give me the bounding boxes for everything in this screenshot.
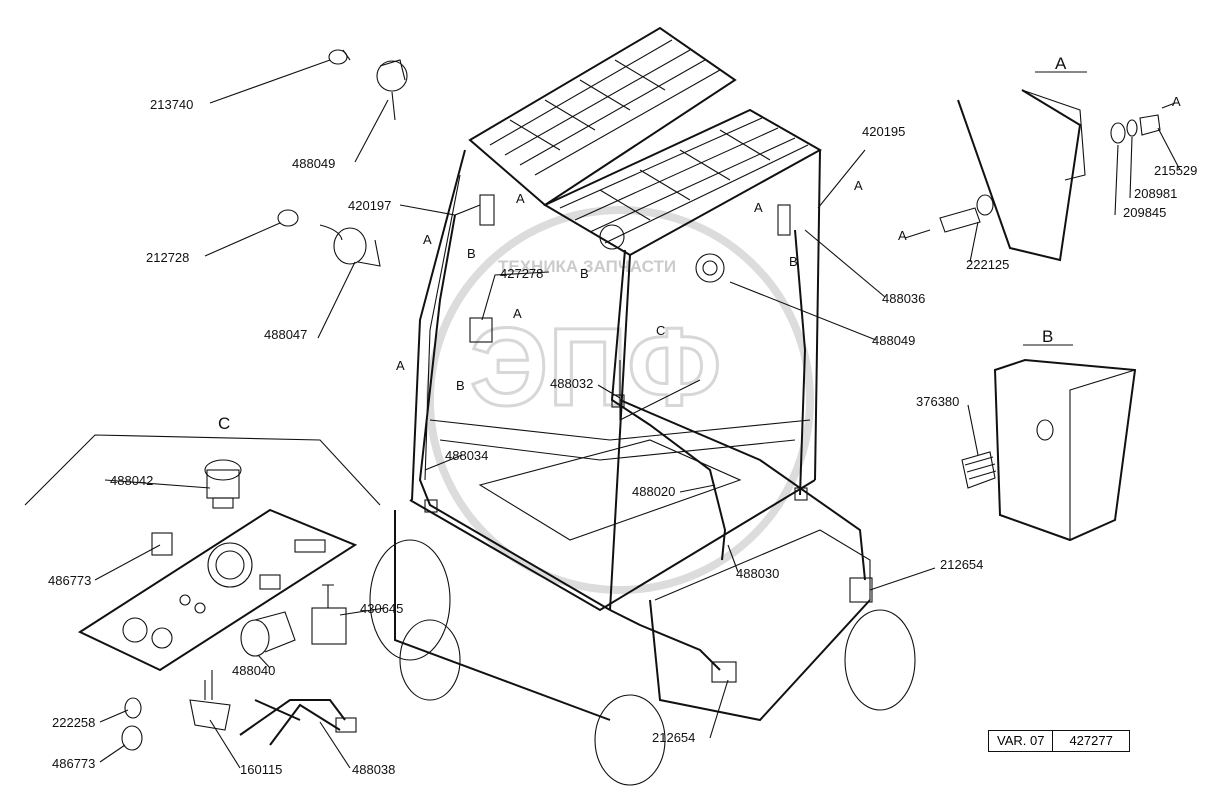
variant-code: 427277 — [1052, 731, 1128, 751]
part-label-213740: 213740 — [150, 97, 193, 112]
part-label-212654: 212654 — [652, 730, 695, 745]
part-label-488036: 488036 — [882, 291, 925, 306]
part-label-212654: 212654 — [940, 557, 983, 572]
marker-a: A — [516, 191, 525, 206]
part-label-209845: 209845 — [1123, 205, 1166, 220]
part-label-488042: 488042 — [110, 473, 153, 488]
cabin-drawing — [369, 26, 916, 786]
marker-b: B — [580, 266, 589, 281]
part-label-212728: 212728 — [146, 250, 189, 265]
lamp-488047 — [333, 227, 381, 267]
view-markers: A A B A A B B C A A B A A — [396, 94, 1181, 393]
marker-c: C — [656, 323, 665, 338]
detail-b — [961, 344, 1137, 542]
part-label-430645: 430645 — [360, 601, 403, 616]
marker-a: A — [423, 232, 432, 247]
view-c-title: C — [218, 414, 230, 433]
marker-a: A — [396, 358, 405, 373]
bulb-212728 — [277, 209, 299, 227]
part-label-488040: 488040 — [232, 663, 275, 678]
marker-b: B — [456, 378, 465, 393]
part-label-488020: 488020 — [632, 484, 675, 499]
part-label-215529: 215529 — [1154, 163, 1197, 178]
part-label-488049: 488049 — [292, 156, 335, 171]
marker-b: B — [467, 246, 476, 261]
part-labels: 213740 488049 212728 488047 420197 42727… — [48, 97, 1197, 777]
part-label-222125: 222125 — [966, 257, 1009, 272]
view-b-title: B — [1042, 327, 1053, 346]
lamp-488049 — [376, 59, 408, 121]
part-label-488049: 488049 — [872, 333, 915, 348]
part-label-488032: 488032 — [550, 376, 593, 391]
part-label-488038: 488038 — [352, 762, 395, 777]
panel-c — [24, 434, 381, 751]
leader-lines — [94, 59, 1181, 769]
part-label-208981: 208981 — [1134, 186, 1177, 201]
view-a-title: A — [1055, 54, 1067, 73]
part-label-160115: 160115 — [240, 762, 282, 777]
marker-a: A — [513, 306, 522, 321]
part-label-486773: 486773 — [48, 573, 91, 588]
variant-label: VAR. 07 — [997, 733, 1045, 748]
part-label-488047: 488047 — [264, 327, 307, 342]
variant-box: VAR. 07 427277 — [988, 730, 1130, 752]
marker-a: A — [898, 228, 907, 243]
marker-b: B — [789, 254, 798, 269]
part-label-376380: 376380 — [916, 394, 959, 409]
part-label-420195: 420195 — [862, 124, 905, 139]
part-label-486773: 486773 — [52, 756, 95, 771]
watermark-logo: ЭПФ — [470, 306, 721, 429]
watermark-text: ТЕХНИКА ЗАПЧАСТИ — [498, 257, 676, 276]
part-label-222258: 222258 — [52, 715, 95, 730]
marker-a: A — [854, 178, 863, 193]
marker-a: A — [1172, 94, 1181, 109]
part-label-488034: 488034 — [445, 448, 488, 463]
detail-a — [904, 71, 1176, 262]
part-label-427278: 427278 — [500, 266, 543, 281]
part-label-488030: 488030 — [736, 566, 779, 581]
bulb-213740 — [328, 49, 351, 65]
marker-a: A — [754, 200, 763, 215]
watermark: ТЕХНИКА ЗАПЧАСТИ ЭПФ — [426, 206, 814, 594]
part-label-420197: 420197 — [348, 198, 391, 213]
